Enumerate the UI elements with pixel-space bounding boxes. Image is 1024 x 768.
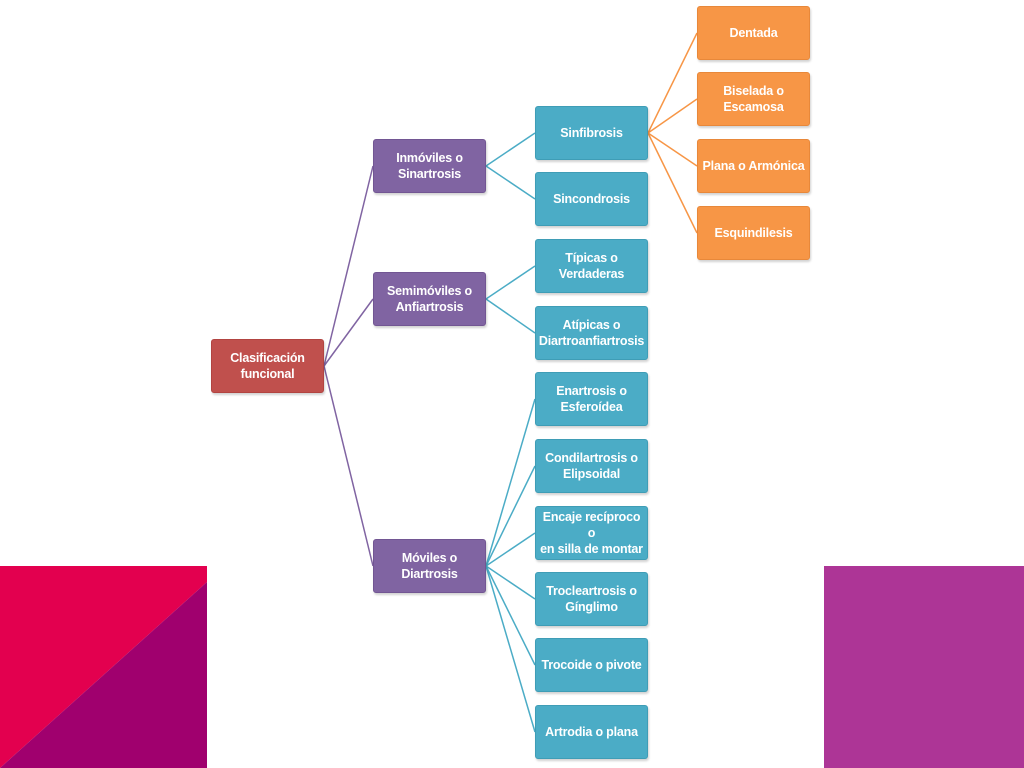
node-atipicas: Atípicas o Diartroanfiartrosis (535, 306, 648, 360)
node-sincondrosis: Sincondrosis (535, 172, 648, 226)
node-tipicas: Típicas o Verdaderas (535, 239, 648, 293)
connector-moviles-trocoide (485, 565, 536, 666)
connector-inmoviles-sinfibrosis (485, 132, 536, 167)
connector-semimoviles-tipicas (485, 265, 536, 300)
node-plana-armonica: Plana o Armónica (697, 139, 810, 193)
node-enartrosis: Enartrosis o Esferoídea (535, 372, 648, 426)
connector-sinfibrosis-dentada (647, 32, 698, 134)
right-corner-decor (824, 566, 1024, 768)
node-esquindilesis: Esquindilesis (697, 206, 810, 260)
left-corner-decor-top (0, 566, 207, 768)
node-trocleartrosis: Trocleartrosis o Gínglimo (535, 572, 648, 626)
connector-root-inmoviles (323, 165, 374, 367)
node-biselada: Biselada o Escamosa (697, 72, 810, 126)
node-moviles: Móviles o Diartrosis (373, 539, 486, 593)
node-dentada: Dentada (697, 6, 810, 60)
connector-moviles-trocleartrosis (485, 565, 536, 600)
connector-inmoviles-sincondrosis (485, 165, 536, 200)
connector-sinfibrosis-biselada (647, 98, 698, 134)
node-trocoide: Trocoide o pivote (535, 638, 648, 692)
connector-semimoviles-atipicas (485, 298, 536, 334)
connector-sinfibrosis-esquindilesis (647, 132, 698, 234)
connector-root-semimoviles (323, 298, 374, 367)
connector-moviles-condilartrosis (485, 465, 536, 567)
node-clasificacion-funcional: Clasificación funcional (211, 339, 324, 393)
node-semimoviles: Semimóviles o Anfiartrosis (373, 272, 486, 326)
left-corner-decor-bottom (0, 582, 207, 768)
node-condilartrosis: Condilartrosis o Elipsoidal (535, 439, 648, 493)
node-inmoviles: Inmóviles o Sinartrosis (373, 139, 486, 193)
connector-moviles-artrodia (485, 565, 536, 733)
connector-root-moviles (323, 365, 374, 567)
connector-sinfibrosis-plana (647, 132, 698, 167)
node-encaje-reciproco: Encaje recíproco o en silla de montar (535, 506, 648, 560)
connector-moviles-encaje (485, 532, 536, 567)
node-sinfibrosis: Sinfibrosis (535, 106, 648, 160)
connector-moviles-enartrosis (485, 398, 536, 567)
node-artrodia: Artrodia o plana (535, 705, 648, 759)
